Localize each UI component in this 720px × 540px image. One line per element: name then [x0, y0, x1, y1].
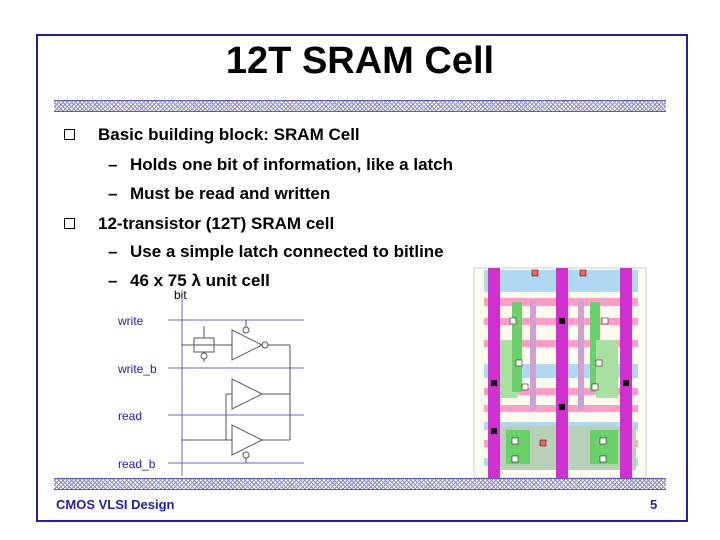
bullet-box-icon: [64, 218, 75, 229]
bullet-2-sub-2: 46 x 75 λ unit cell: [130, 271, 270, 290]
bullet-box-icon: [64, 129, 75, 140]
bitline-label: bit: [174, 288, 187, 302]
layout-image: [473, 267, 647, 479]
inverter-2-icon: [231, 378, 264, 410]
signal-label-write: write: [118, 314, 144, 328]
dash-icon: –: [108, 271, 118, 290]
dash-icon: –: [108, 242, 118, 261]
footer-course-title: CMOS VLSI Design: [56, 497, 175, 512]
signal-label-read: read: [118, 409, 143, 423]
inverter-1-icon: [231, 329, 264, 361]
bullet-2: 12-transistor (12T) SRAM cell: [98, 214, 335, 233]
slide-title: 12T SRAM Cell: [225, 40, 495, 82]
bullet-1: Basic building block: SRAM Cell: [98, 125, 360, 144]
bullet-1-sub-2: Must be read and written: [130, 184, 331, 203]
inverter-3-icon: [231, 424, 264, 456]
schematic-circuit: [182, 320, 291, 463]
footer-divider: [54, 478, 666, 490]
bullet-2-sub-1: Use a simple latch connected to bitline: [130, 242, 444, 261]
slide-frame: [36, 34, 688, 522]
footer-page-number: 5: [650, 497, 658, 512]
signal-label-read-b: read_b: [118, 457, 156, 471]
schematic-wires: [168, 298, 304, 476]
signal-label-write-b: write_b: [118, 362, 157, 376]
header-divider: [54, 100, 666, 112]
bullet-1-sub-1: Holds one bit of information, like a lat…: [130, 155, 454, 174]
dash-icon: –: [108, 155, 118, 174]
dash-icon: –: [108, 184, 118, 203]
